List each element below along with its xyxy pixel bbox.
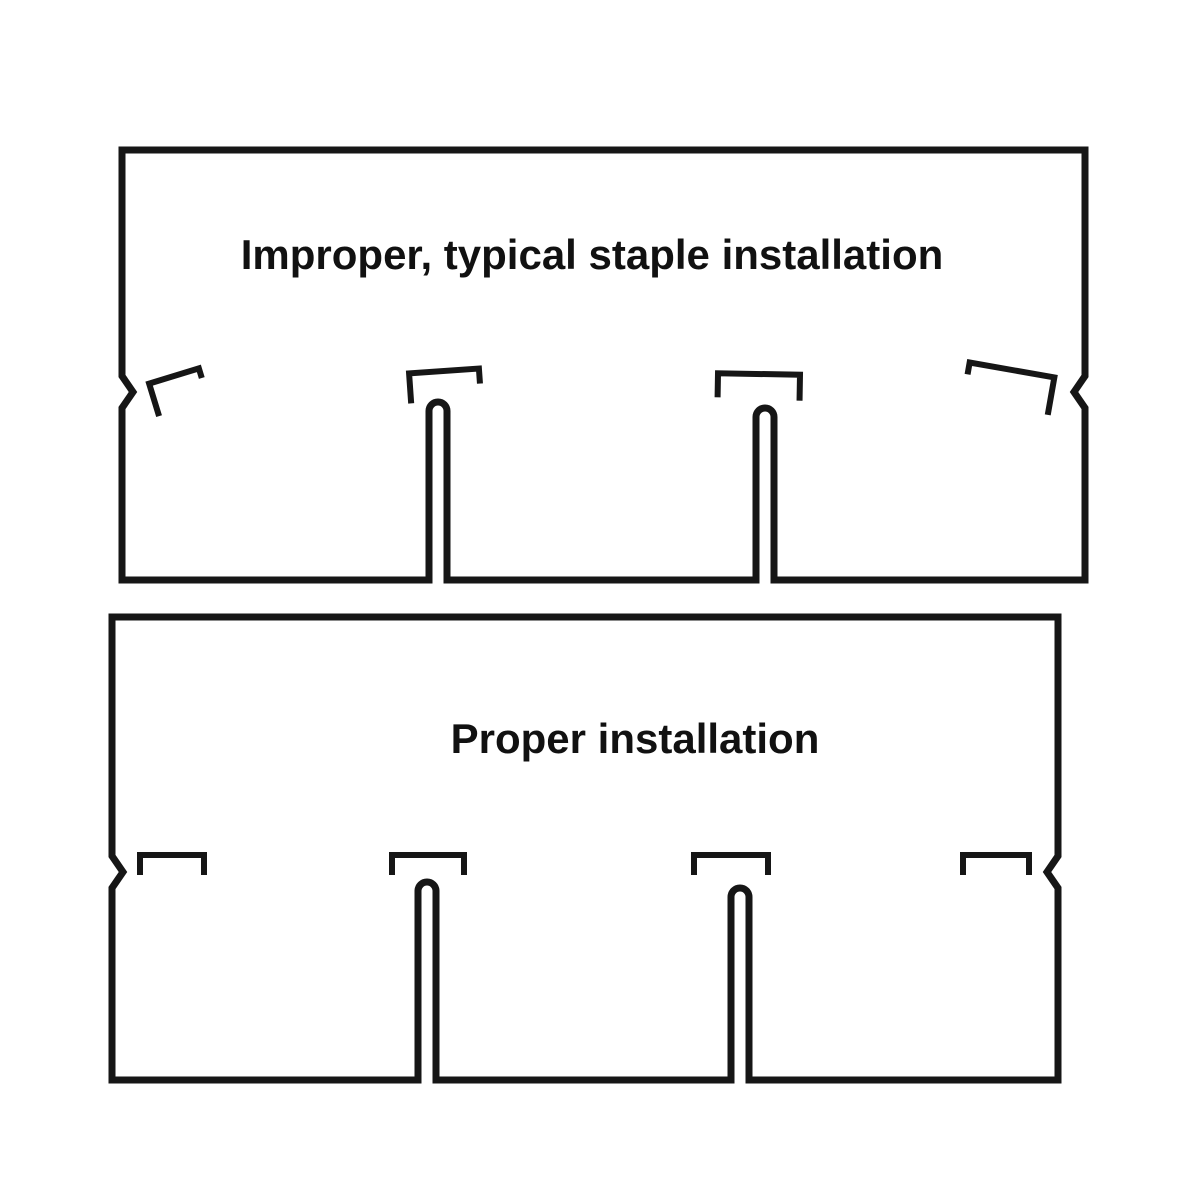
proper-installation-title: Proper installation: [450, 715, 820, 762]
proper-staple-4: [960, 852, 1032, 875]
proper-shingle: [108, 613, 1062, 1084]
improper-staple-3: [714, 370, 804, 401]
improper-installation-title: Improper, typical staple installation: [240, 231, 944, 278]
proper-shingle-outline: [108, 613, 1062, 1084]
improper-staple-2: [405, 365, 483, 404]
proper-staple-1: [137, 852, 207, 875]
proper-staple-3: [691, 852, 771, 875]
improper-staple-4: [964, 359, 1058, 416]
improper-staple-1: [145, 364, 205, 417]
improper-shingle: [118, 146, 1089, 584]
proper-staple-2: [389, 852, 467, 875]
improper-shingle-outline: [118, 146, 1089, 584]
